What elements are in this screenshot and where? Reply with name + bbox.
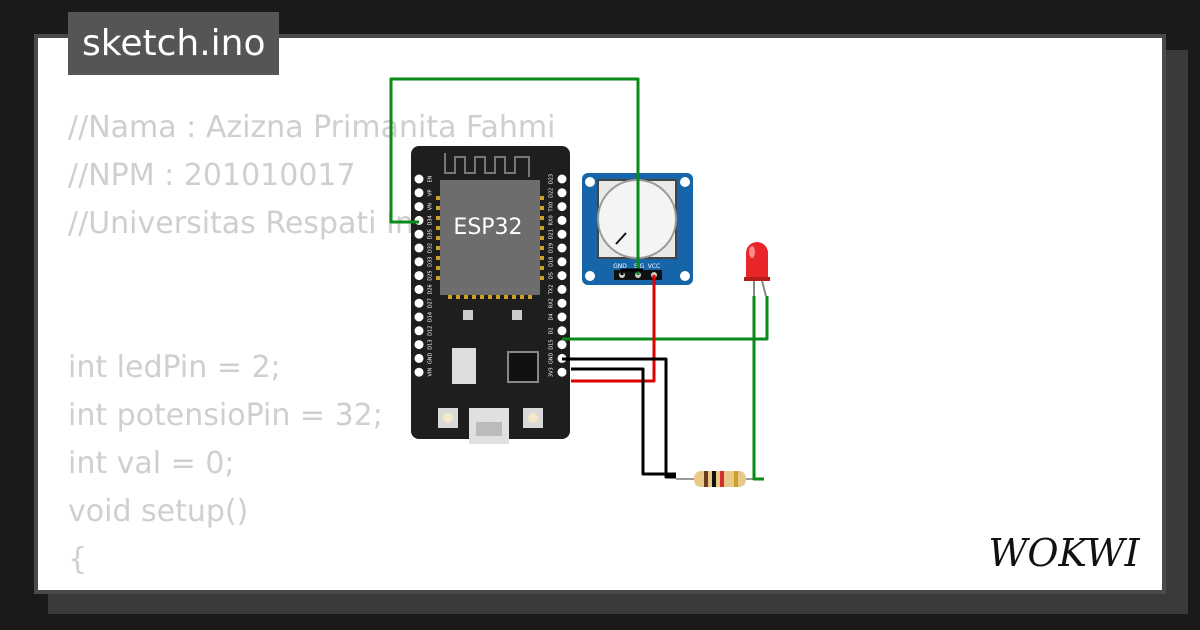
pin-hole[interactable] [557,243,567,253]
pin-label: 3V3 [549,367,555,377]
pin-label: D18 [549,257,555,267]
pin-hole[interactable] [557,284,567,294]
preview-card: //Nama : Azizna Primanita Fahmi //NPM : 2… [34,34,1166,594]
pin-label: EN [428,175,434,182]
wire-led-green[interactable] [562,296,769,341]
wire-pot-gnd-black[interactable] [620,268,643,275]
pin-label: GND [428,353,434,365]
pin-label: D14 [428,312,434,322]
pin-hole[interactable] [414,298,424,308]
pin-hole[interactable] [414,353,424,363]
pin-label: VIN [428,368,434,377]
code-line: { [68,542,88,577]
board-label: ESP32 [453,215,522,240]
pin-label: D21 [549,229,555,239]
pin-hole[interactable] [557,340,567,350]
usb-chip [507,351,539,383]
pin-label: D34 [428,215,434,225]
pin-hole[interactable] [414,229,424,239]
code-line: //NPM : 201010017 [68,158,356,193]
code-line: int val = 0; [68,446,235,481]
pot-pin-label: GND [613,263,627,270]
pin-hole[interactable] [414,257,424,267]
pin-hole[interactable] [414,284,424,294]
pin-label: D19 [549,243,555,253]
wire-gnd2-black[interactable] [571,367,676,476]
pin-hole[interactable] [414,243,424,253]
regulator [452,348,476,384]
pin-label: D27 [428,298,434,308]
esp32-module [440,180,540,295]
pin-label: D5 [549,272,555,279]
pot-pin-label: VCC [648,263,660,270]
wire-signal-green[interactable] [389,77,640,275]
pin-hole[interactable] [557,229,567,239]
pin-label: TX2 [549,285,555,296]
pin-hole[interactable] [414,340,424,350]
wokwi-logo-text: WOKWI [988,531,1140,575]
wire-vcc-red[interactable] [571,275,656,383]
pin-label: D23 [549,174,555,184]
pin-hole[interactable] [557,367,567,377]
esp32-board[interactable]: ESP32 ENVPVND34D35D32D33D25D26D27D14D12D… [411,146,570,444]
antenna-icon [444,153,530,177]
pin-label: D15 [549,339,555,349]
pin-label: D25 [428,270,434,280]
wires [389,77,769,481]
pin-hole[interactable] [557,326,567,336]
pin-hole[interactable] [557,174,567,184]
wire-led-resistor-green[interactable] [752,296,764,481]
pin-label: RX0 [549,215,555,225]
red-led[interactable] [744,242,770,297]
pin-label: D4 [549,313,555,320]
pin-hole[interactable] [414,312,424,322]
pin-label: D35 [428,229,434,239]
pin-label: D33 [428,257,434,267]
pin-label: D26 [428,284,434,294]
pin-hole[interactable] [557,298,567,308]
pin-label: D32 [428,243,434,253]
pin-label: VP [428,190,434,196]
pin-label: VN [428,203,434,210]
pin-hole[interactable] [414,174,424,184]
pin-label: D12 [428,326,434,336]
code-line: int ledPin = 2; [68,350,281,385]
pin-hole[interactable] [557,312,567,322]
filename-tab[interactable]: sketch.ino [68,12,280,75]
pin-hole[interactable] [414,215,424,225]
pin-hole[interactable] [414,367,424,377]
code-editor: //Nama : Azizna Primanita Fahmi //NPM : 2… [68,104,556,590]
resistor[interactable] [676,471,762,487]
pin-hole[interactable] [557,188,567,198]
code-line: //Universitas Respati Ind [68,206,433,241]
code-line: //Nama : Azizna Primanita Fahmi [68,110,556,145]
code-line: void setup() [68,494,249,529]
pin-hole[interactable] [414,202,424,212]
pin-label: D13 [428,339,434,349]
pin-hole[interactable] [414,188,424,198]
pin-label: D22 [549,188,555,198]
pin-hole[interactable] [414,326,424,336]
pin-hole[interactable] [557,257,567,267]
pin-label: GND [549,353,555,365]
pin-hole[interactable] [557,202,567,212]
wokwi-logo: WOKWI [988,531,1140,575]
wire-gnd-black[interactable] [562,357,676,479]
pin-label: TX0 [549,202,555,213]
pin-label: RX2 [549,298,555,308]
pin-hole[interactable] [414,271,424,281]
pin-hole[interactable] [557,215,567,225]
pin-label: D2 [549,327,555,334]
pin-hole[interactable] [557,271,567,281]
code-line: int potensioPin = 32; [68,398,383,433]
